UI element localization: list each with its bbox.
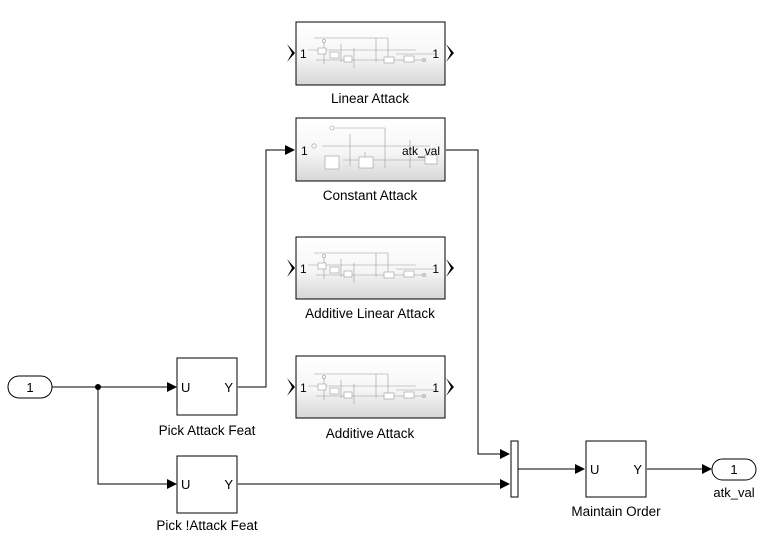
selector-body[interactable] (585, 440, 647, 498)
output-port-chevron-icon (446, 44, 454, 62)
subsystem-body[interactable] (295, 117, 446, 182)
subsystem-linear-attack[interactable]: 1 1 Linear Attack (287, 21, 454, 106)
input-port-label: 1 (300, 381, 307, 395)
subsystem-preview-icon (311, 125, 438, 170)
inport-value: 1 (26, 380, 33, 395)
input-port-chevron-icon (287, 44, 295, 62)
outport-block[interactable]: 1 atk_val (711, 458, 757, 500)
output-port-chevron-icon (446, 259, 454, 277)
arrowhead (167, 479, 177, 489)
block-label: Additive Linear Attack (305, 306, 435, 321)
wire-constant-to-mux[interactable] (446, 149, 503, 455)
output-port-label: atk_val (402, 144, 440, 158)
selector-pick-not-attack-feat[interactable]: U Y Pick !Attack Feat (156, 455, 258, 533)
subsystem-constant-attack[interactable]: 1 atk_val Constant Attack (295, 117, 446, 203)
wire-to-pick-not-attack[interactable] (97, 387, 170, 485)
arrowhead (500, 449, 510, 459)
output-port-chevron-icon (446, 378, 454, 396)
input-port-chevron-icon (287, 259, 295, 277)
output-port-label: Y (633, 462, 642, 477)
input-port-label: U (181, 477, 190, 492)
block-label: Constant Attack (323, 188, 418, 203)
selector-body[interactable] (176, 455, 238, 514)
block-label: Additive Attack (326, 426, 415, 441)
input-port-label: 1 (300, 47, 307, 61)
signal-lines (52, 145, 712, 489)
wire-to-constant-attack[interactable] (238, 149, 288, 388)
selector-maintain-order[interactable]: U Y Maintain Order (571, 440, 661, 519)
mux-block[interactable] (510, 440, 519, 498)
output-port-label: 1 (432, 262, 439, 276)
input-port-chevron-icon (287, 378, 295, 396)
block-label: Maintain Order (571, 504, 661, 519)
input-port-label: 1 (300, 262, 307, 276)
arrowhead (702, 464, 712, 474)
output-port-label: Y (224, 380, 233, 395)
subsystem-additive-linear-attack[interactable]: 1 1 Additive Linear Attack (287, 236, 454, 321)
input-port-label: U (590, 462, 599, 477)
output-port-label: Y (224, 477, 233, 492)
subsystem-additive-attack[interactable]: 1 1 Additive Attack (287, 355, 454, 441)
input-port-label: 1 (301, 144, 308, 158)
block-label: Pick Attack Feat (159, 423, 256, 438)
selector-body[interactable] (176, 357, 238, 416)
output-port-label: 1 (432, 381, 439, 395)
arrowhead (285, 145, 295, 155)
selector-pick-attack-feat[interactable]: U Y Pick Attack Feat (159, 357, 256, 438)
inport-shape[interactable] (7, 375, 53, 399)
arrowhead (167, 382, 177, 392)
block-label: Linear Attack (331, 91, 409, 106)
output-port-label: 1 (432, 47, 439, 61)
block-label: Pick !Attack Feat (156, 518, 258, 533)
outport-label: atk_val (713, 485, 754, 500)
outport-value: 1 (730, 462, 737, 477)
arrowhead (500, 479, 510, 489)
input-port-label: U (181, 380, 190, 395)
outport-shape[interactable] (711, 458, 757, 481)
inport-block[interactable]: 1 (7, 375, 53, 399)
arrowhead (575, 464, 585, 474)
